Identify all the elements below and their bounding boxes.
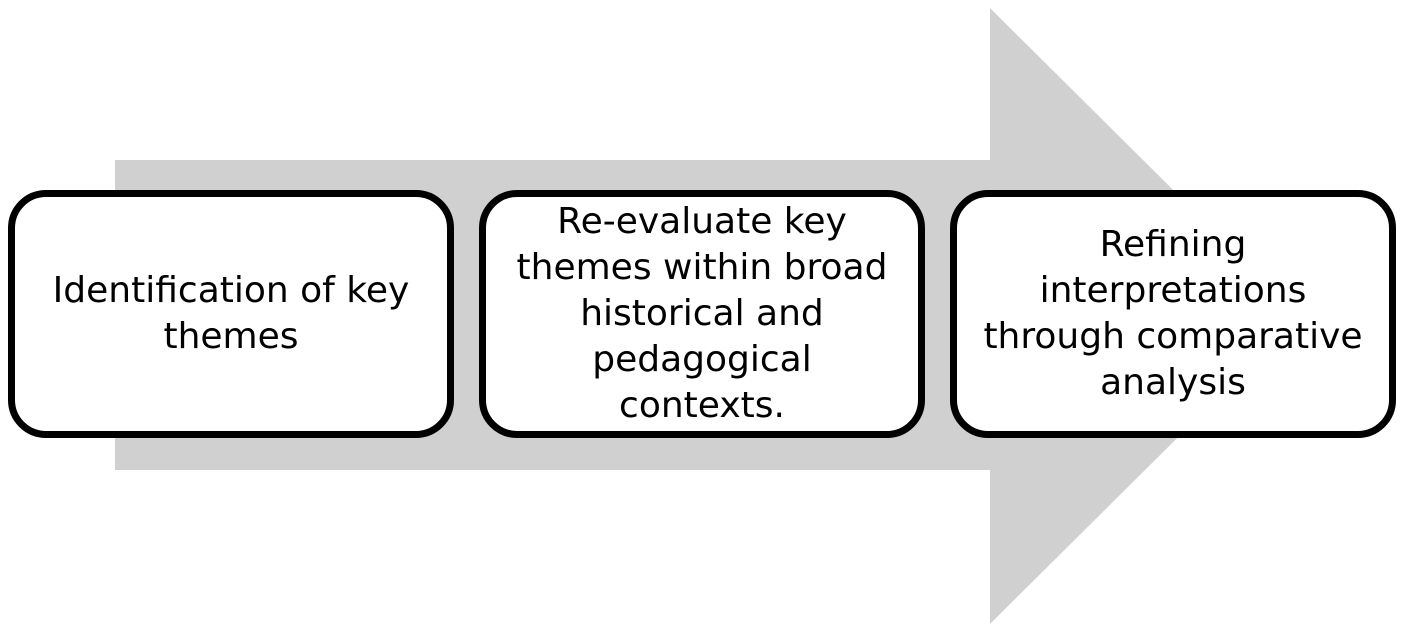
step-2-label: Re-evaluate key themes within broad hist… [516, 201, 888, 426]
step-3-label: Refining interpretations through compara… [983, 224, 1363, 403]
step-1-label: Identification of key themes [52, 270, 410, 357]
step-box-1: Identification of key themes [8, 190, 454, 438]
step-box-2: Re-evaluate key themes within broad hist… [479, 190, 925, 438]
step-box-3: Refining interpretations through compara… [950, 190, 1396, 438]
